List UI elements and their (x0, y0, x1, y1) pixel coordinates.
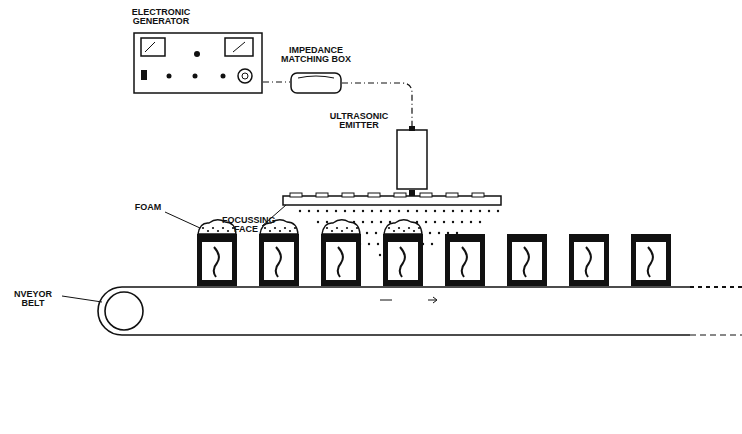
cable-connector (263, 81, 290, 82)
conveyor-belt (98, 287, 742, 335)
node-label: ELECTRONIC GENERATOR (121, 8, 201, 27)
node-shape (396, 126, 428, 190)
node-label: ULTRASONIC EMITTER (324, 112, 394, 131)
plate-bumps (290, 193, 484, 197)
containers (197, 220, 671, 286)
part-label: NVEYOR BELT (2, 290, 64, 309)
node-label: IMPEDANCE MATCHING BOX (276, 46, 356, 65)
part-label: FOAM (128, 203, 168, 212)
matching-box: IMPEDANCE MATCHING BOX (290, 72, 342, 94)
emitter-shaft (409, 190, 415, 196)
generator-box: ELECTRONIC GENERATOR (133, 32, 263, 94)
leader-lines (62, 205, 286, 302)
emitter-cylinder: ULTRASONIC EMITTER (396, 126, 428, 190)
part-label: FOCUSSING FACE (222, 216, 270, 235)
node-shape (133, 32, 263, 94)
node-shape (290, 72, 342, 94)
